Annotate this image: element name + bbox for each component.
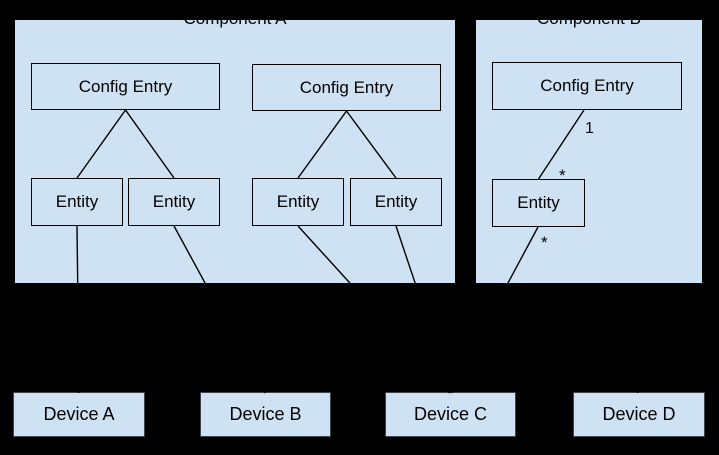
entity-box: Entity	[492, 179, 585, 227]
config-entry-box: Config Entry	[492, 62, 682, 110]
component-a-title: Component A	[183, 9, 287, 28]
entity-box: Entity	[350, 178, 442, 226]
connector-line	[602, 302, 639, 394]
component-b-container	[474, 18, 704, 285]
device-box: Device B	[200, 392, 331, 437]
component-b-title: Component B	[537, 9, 641, 28]
entity-box: Entity	[252, 178, 344, 226]
device-box: Device A	[13, 392, 145, 437]
device-box: Device C	[385, 392, 516, 437]
device-box: Device D	[573, 392, 705, 437]
entity-box: Entity	[128, 178, 220, 226]
entity-box: Entity	[31, 178, 123, 226]
component-a-container	[13, 18, 457, 285]
config-entry-box: Config Entry	[252, 64, 441, 111]
config-entry-box: Config Entry	[31, 63, 220, 110]
